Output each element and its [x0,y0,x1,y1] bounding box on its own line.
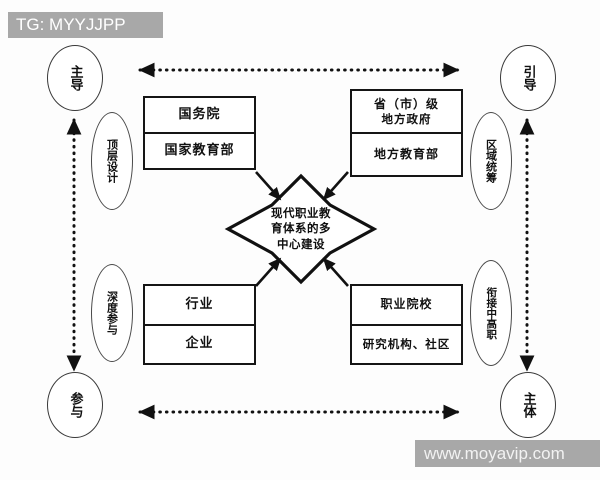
box-cell-top: 行业 [145,286,254,326]
corner-partake-label: 参与 [67,392,83,418]
watermark-bottom-text: www.moyavip.com [424,443,565,463]
watermark-top: TG: MYYJJPP [8,12,163,38]
node-box-vocational[interactable]: 职业院校 研究机构、社区 [350,284,463,365]
vocational-bottom-label: 研究机构、社区 [362,337,451,352]
watermark-top-text: TG: MYYJJPP [16,15,126,34]
watermark-bottom: www.moyavip.com [415,440,600,467]
side-regional-label: 区域统筹 [484,139,498,183]
vocational-top-label: 职业院校 [380,297,433,312]
arrow-province-to-center [322,171,349,201]
side-node-topdesign[interactable]: 顶层设计 [91,112,133,210]
industry-top-label: 行业 [185,296,214,312]
corner-node-subject[interactable]: 主体 [500,372,556,438]
corner-node-partake[interactable]: 参与 [47,372,103,438]
arrow-industry-to-center [255,257,282,287]
box-cell-top: 省（市）级 地方政府 [352,91,461,134]
side-topdesign-label: 顶层设计 [105,139,119,183]
side-node-deep[interactable]: 深度参与 [91,264,133,362]
box-cell-bottom: 研究机构、社区 [352,326,461,364]
province-top-label-line2: 地方政府 [381,111,432,126]
box-cell-bottom: 企业 [145,326,254,364]
corner-guide-label: 引导 [520,65,536,91]
side-bridge-label: 衔接中高职 [485,286,498,340]
node-box-province[interactable]: 省（市）级 地方政府 地方教育部 [350,89,463,177]
corner-node-guide[interactable]: 引导 [500,45,556,111]
corner-subject-label: 主体 [520,392,536,418]
side-node-regional[interactable]: 区域统筹 [470,112,512,210]
side-node-bridge[interactable]: 衔接中高职 [470,260,512,366]
province-bottom-label: 地方教育部 [373,147,439,161]
industry-bottom-label: 企业 [185,336,214,352]
state-council-top-label: 国务院 [178,106,221,122]
arrow-vocational-to-center [322,257,349,287]
box-cell-top: 国务院 [145,98,254,134]
node-box-industry[interactable]: 行业 企业 [143,284,256,365]
box-cell-top: 职业院校 [352,286,461,326]
corner-lead-label: 主导 [67,65,83,91]
box-cell-bottom: 地方教育部 [352,134,461,175]
corner-node-lead[interactable]: 主导 [47,45,103,111]
center-star-shape [224,173,378,285]
side-deep-label: 深度参与 [105,291,119,335]
arrow-state-council-to-center [255,171,282,201]
state-council-bottom-label: 国家教育部 [164,142,235,158]
province-top-label-line1: 省（市）级 [373,96,439,111]
box-cell-bottom: 国家教育部 [145,134,254,168]
node-box-state-council[interactable]: 国务院 国家教育部 [143,96,256,170]
